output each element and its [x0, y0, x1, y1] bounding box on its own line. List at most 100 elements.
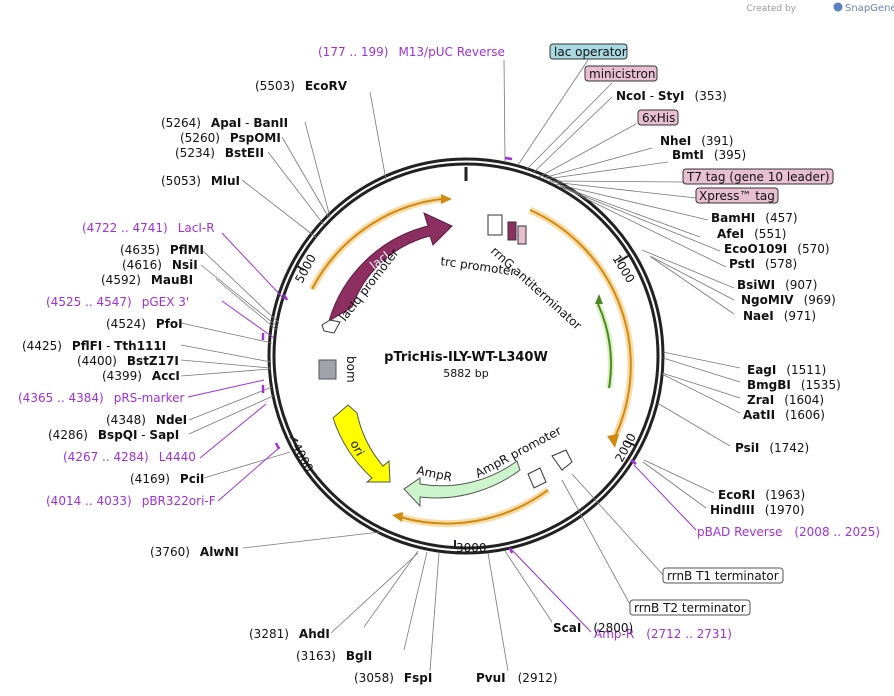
- hindiii-site[interactable]: HindIII(1970): [710, 503, 805, 517]
- bsteii-site[interactable]: (5234)BstEII: [175, 146, 264, 160]
- lac-operator-label: lac operator: [554, 45, 627, 59]
- rrng-label: rrnG antiterminator: [488, 244, 584, 333]
- nhei-site[interactable]: NheI(391): [660, 134, 733, 148]
- pbad-reverse-primer[interactable]: pBAD Reverse(2008 .. 2025): [697, 525, 880, 539]
- apai-site[interactable]: (5264)ApaI - BanII: [161, 116, 288, 130]
- orf-arc-inner-head: [595, 294, 603, 304]
- pflmi-site[interactable]: (4635)PflMI: [120, 243, 204, 257]
- bottom-enzymes: ScaI(2800) PvuI(2912) (3058)FspI (3163)B…: [249, 621, 633, 685]
- t7-tag-box[interactable]: [682, 168, 834, 185]
- alwni-site[interactable]: (3760)AlwNI: [150, 545, 239, 559]
- tick-1000-label: 1000: [609, 252, 637, 285]
- nsii-site[interactable]: (4616)NsiI: [122, 258, 198, 272]
- scai-site[interactable]: ScaI(2800): [553, 621, 633, 635]
- pfoi-site[interactable]: (4524)PfoI: [106, 317, 183, 331]
- acci-site[interactable]: (4399)AccI: [102, 369, 180, 383]
- minicistron-label: minicistron: [589, 67, 655, 81]
- afei-site[interactable]: AfeI(551): [717, 227, 786, 241]
- eagi-site[interactable]: EagI(1511): [747, 363, 826, 377]
- rrnb-t2-box[interactable]: [629, 599, 751, 616]
- ncoi-site[interactable]: NcoI - StyI(353): [616, 89, 727, 103]
- laci-feature[interactable]: [328, 212, 453, 323]
- rrnb-terminator-feature[interactable]: [551, 449, 573, 471]
- ampr-feature[interactable]: [403, 460, 521, 508]
- right-enzymes: NcoI - StyI(353) NheI(391) BmtI(395) Bam…: [594, 89, 880, 641]
- orf-arc-ily: [529, 209, 632, 442]
- ecorv-site[interactable]: (5503)EcoRV: [255, 79, 348, 93]
- orf-arc-inner: [597, 303, 612, 389]
- his-tag-feature[interactable]: [507, 221, 517, 241]
- laci-r-primer[interactable]: (4722 .. 4741)LacI-R: [82, 221, 215, 235]
- aatii-site[interactable]: AatII(1606): [743, 408, 825, 422]
- orf-arc-ampr-head: [392, 512, 403, 522]
- m13-puc-reverse-primer[interactable]: (177 .. 199)M13/pUC Reverse: [318, 45, 505, 59]
- naei-site[interactable]: NaeI(971): [743, 309, 816, 323]
- orf-arc-laci: [311, 198, 442, 290]
- pflfi-site[interactable]: (4425)PflFI - Tth111I: [22, 339, 166, 353]
- psti-site[interactable]: PstI(578): [729, 257, 797, 271]
- left-enzymes: (3760)AlwNI (4014 .. 4033)pBR322ori-F (4…: [18, 45, 505, 559]
- orf-arc-ampr: [399, 489, 549, 525]
- snapgene-brand: SnapGene: [845, 3, 894, 14]
- sixxhis-box[interactable]: [637, 109, 679, 126]
- bom-feature[interactable]: [318, 359, 337, 380]
- mlui-site[interactable]: (5053)MluI: [161, 174, 240, 188]
- zrai-site[interactable]: ZraI(1604): [747, 393, 824, 407]
- tick-5000-mark: [296, 265, 305, 271]
- primer-markers: [261, 156, 637, 554]
- rrnb-t1-label: rrnB T1 terminator: [667, 569, 779, 583]
- orf-arc-ily-head: [607, 434, 619, 448]
- maubi-site[interactable]: (4592)MauBI: [101, 273, 193, 287]
- psii-site[interactable]: PsiI(1742): [735, 441, 809, 455]
- bamhi-site[interactable]: BamHI(457): [711, 211, 798, 225]
- bmgbi-site[interactable]: BmgBI(1535): [747, 378, 841, 392]
- fspi-site[interactable]: (3058)FspI: [354, 671, 432, 685]
- ori-feature[interactable]: [332, 404, 391, 483]
- ahdi-site[interactable]: (3281)AhdI: [249, 627, 330, 641]
- pcii-site[interactable]: (4169)PciI: [130, 472, 204, 486]
- leader-lines: [180, 59, 741, 672]
- bstz17i-site[interactable]: (4400)BstZ17I: [77, 354, 179, 368]
- ori-label: ori: [347, 438, 367, 458]
- xpress-tag-box[interactable]: [695, 187, 779, 204]
- plasmid-length: 5882 bp: [443, 367, 488, 380]
- ecori-site[interactable]: EcoRI(1963): [718, 488, 805, 502]
- ndei-site[interactable]: (4348)NdeI: [106, 413, 187, 427]
- rrnb-t2-label: rrnB T2 terminator: [634, 601, 746, 615]
- ecoo109i-site[interactable]: EcoO109I(570): [724, 242, 830, 256]
- pspomi-site[interactable]: (5260)PspOMI: [180, 131, 281, 145]
- backbone-outer-circle: [267, 157, 665, 555]
- orf-arc-laci-head: [441, 194, 452, 204]
- backbone-inner-circle: [272, 162, 660, 550]
- pbr322ori-f-primer[interactable]: (4014 .. 4033)pBR322ori-F: [46, 494, 216, 508]
- bgli-site[interactable]: (3163)BglI: [296, 649, 372, 663]
- pvui-site[interactable]: PvuI(2912): [476, 671, 558, 685]
- bom-label: bom: [344, 356, 358, 383]
- tick-1000-mark: [617, 255, 629, 263]
- ampr-promoter-feature[interactable]: [527, 467, 547, 489]
- l4440-primer[interactable]: (4267 .. 4284)L4440: [63, 450, 196, 464]
- laciq-promoter-feature[interactable]: [321, 319, 341, 334]
- primer-leader-lines: [187, 232, 697, 633]
- bsiwi-site[interactable]: BsiWI(907): [737, 278, 817, 292]
- lac-operator-box[interactable]: [549, 43, 628, 60]
- snapgene-logo-icon: [833, 2, 843, 12]
- pgex3-primer[interactable]: (4525 .. 4547)pGEX 3': [46, 295, 189, 309]
- tick-3000-label: 3000: [456, 541, 487, 555]
- trc-promoter-feature[interactable]: [487, 214, 503, 236]
- t7-tag-feature[interactable]: [517, 225, 527, 245]
- rrnb-t1-box[interactable]: [662, 567, 784, 584]
- created-by-text: Created by: [746, 4, 796, 14]
- xpress-tag-label: Xpress™ tag: [699, 189, 775, 203]
- bmti-site[interactable]: BmtI(395): [672, 148, 746, 162]
- amp-r-primer[interactable]: Amp-R(2712 .. 2731): [594, 627, 732, 641]
- ampr-promoter-label: AmpR promoter: [473, 423, 564, 480]
- tick-4000-mark: [289, 436, 299, 442]
- prs-marker-primer[interactable]: (4365 .. 4384)pRS-marker: [18, 391, 184, 405]
- ngomiv-site[interactable]: NgoMIV(969): [741, 293, 836, 307]
- orf-arcs: [308, 194, 635, 527]
- plasmid-name: pTricHis-ILY-WT-L340W: [384, 350, 548, 365]
- minicistron-box[interactable]: [584, 65, 658, 82]
- bspqi-site[interactable]: (4286)BspQI - SapI: [48, 428, 179, 442]
